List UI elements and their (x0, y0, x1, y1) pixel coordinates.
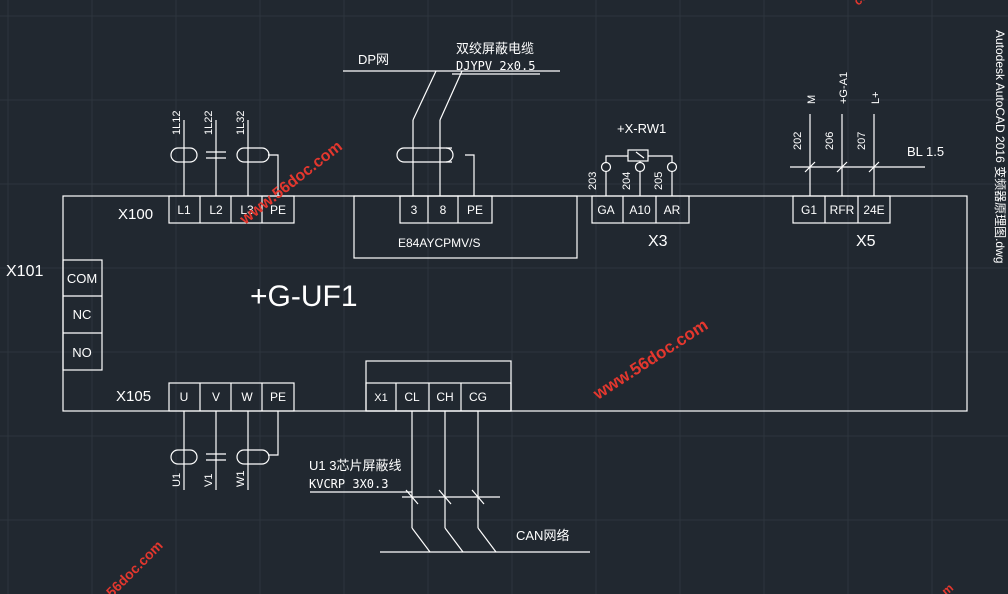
bl-label: BL 1.5 (907, 144, 944, 159)
x101-terminal-com: COM (67, 271, 97, 286)
x101-box (62, 259, 103, 371)
side-title: Autodesk AutoCAD 2016 变频器原理图.dwg (993, 30, 1008, 263)
can-terminal-cg: CG (469, 390, 487, 404)
x101-label: X101 (6, 263, 43, 280)
labels: Autodesk AutoCAD 2016 变频器原理图.dwg +G-UF1 … (6, 30, 1008, 543)
x3-wire-205: 205 (653, 172, 665, 190)
dp-label: DP网 (358, 52, 389, 67)
x3-label: X3 (648, 233, 668, 250)
x5-label: X5 (856, 233, 876, 250)
rw-label: +X-RW1 (617, 121, 666, 136)
u1-cable-code: KVCRP 3X0.3 (309, 477, 388, 491)
module-terminal-3: 3 (411, 203, 418, 217)
x5-wire-206: 206 (824, 132, 836, 150)
x3-wire-204: 204 (621, 172, 633, 190)
can-label: CAN网络 (516, 528, 569, 543)
x5-signal-ga1: +G-A1 (838, 72, 850, 104)
x100-wire-1l32: 1L32 (235, 111, 247, 135)
x5-terminal-24e: 24E (863, 203, 884, 217)
x100-label: X100 (118, 206, 153, 223)
device-main-label: +G-UF1 (250, 280, 358, 313)
x100-wire-1l12: 1L12 (171, 111, 183, 135)
x5-signal-lplus: L+ (870, 91, 882, 104)
x105-wire-w1: W1 (235, 471, 247, 488)
u1-cable-label: U1 3芯片屏蔽线 (309, 458, 401, 473)
x100-terminal-pe: PE (270, 203, 286, 217)
module-terminal-strip (399, 195, 493, 224)
x100-terminal-l2: L2 (209, 203, 223, 217)
module-terminal-pe: PE (467, 203, 483, 217)
x5-terminal-g1: G1 (801, 203, 817, 217)
x3-terminal-a10: A10 (629, 203, 651, 217)
module-name: E84AYCPMV/S (398, 236, 480, 250)
x5-wire-202: 202 (792, 132, 804, 150)
x5-terminal-rfr: RFR (830, 203, 855, 217)
x100-terminal-l3: L3 (240, 203, 254, 217)
x3-terminal-ga: GA (597, 203, 614, 217)
cable-code: DJYPV 2x0.5 (456, 59, 535, 73)
can-terminal-x1: X1 (374, 392, 387, 404)
can-terminal-strip (365, 382, 512, 412)
x105-label: X105 (116, 388, 151, 405)
x105-terminal-v: V (212, 390, 220, 404)
cable-label: 双绞屏蔽电缆 (456, 41, 534, 56)
x101-terminal-no: NO (72, 345, 92, 360)
x105-terminal-pe: PE (270, 390, 286, 404)
x100-terminal-l1: L1 (177, 203, 191, 217)
x100-wire-1l22: 1L22 (203, 111, 215, 135)
x105-terminal-u: U (180, 390, 189, 404)
can-terminal-cl: CL (404, 390, 420, 404)
module-terminal-8: 8 (440, 203, 447, 217)
schematic-lines (62, 70, 968, 553)
x5-signal-m: M (806, 95, 818, 104)
can-terminal-ch: CH (436, 390, 453, 404)
x105-terminal-w: W (241, 390, 253, 404)
x101-terminal-nc: NC (73, 307, 92, 322)
x5-wire-207: 207 (856, 132, 868, 150)
x3-terminal-ar: AR (664, 203, 681, 217)
x3-wire-203: 203 (587, 172, 599, 190)
x105-wire-u1: U1 (171, 473, 183, 487)
x105-wire-v1: V1 (203, 474, 215, 487)
